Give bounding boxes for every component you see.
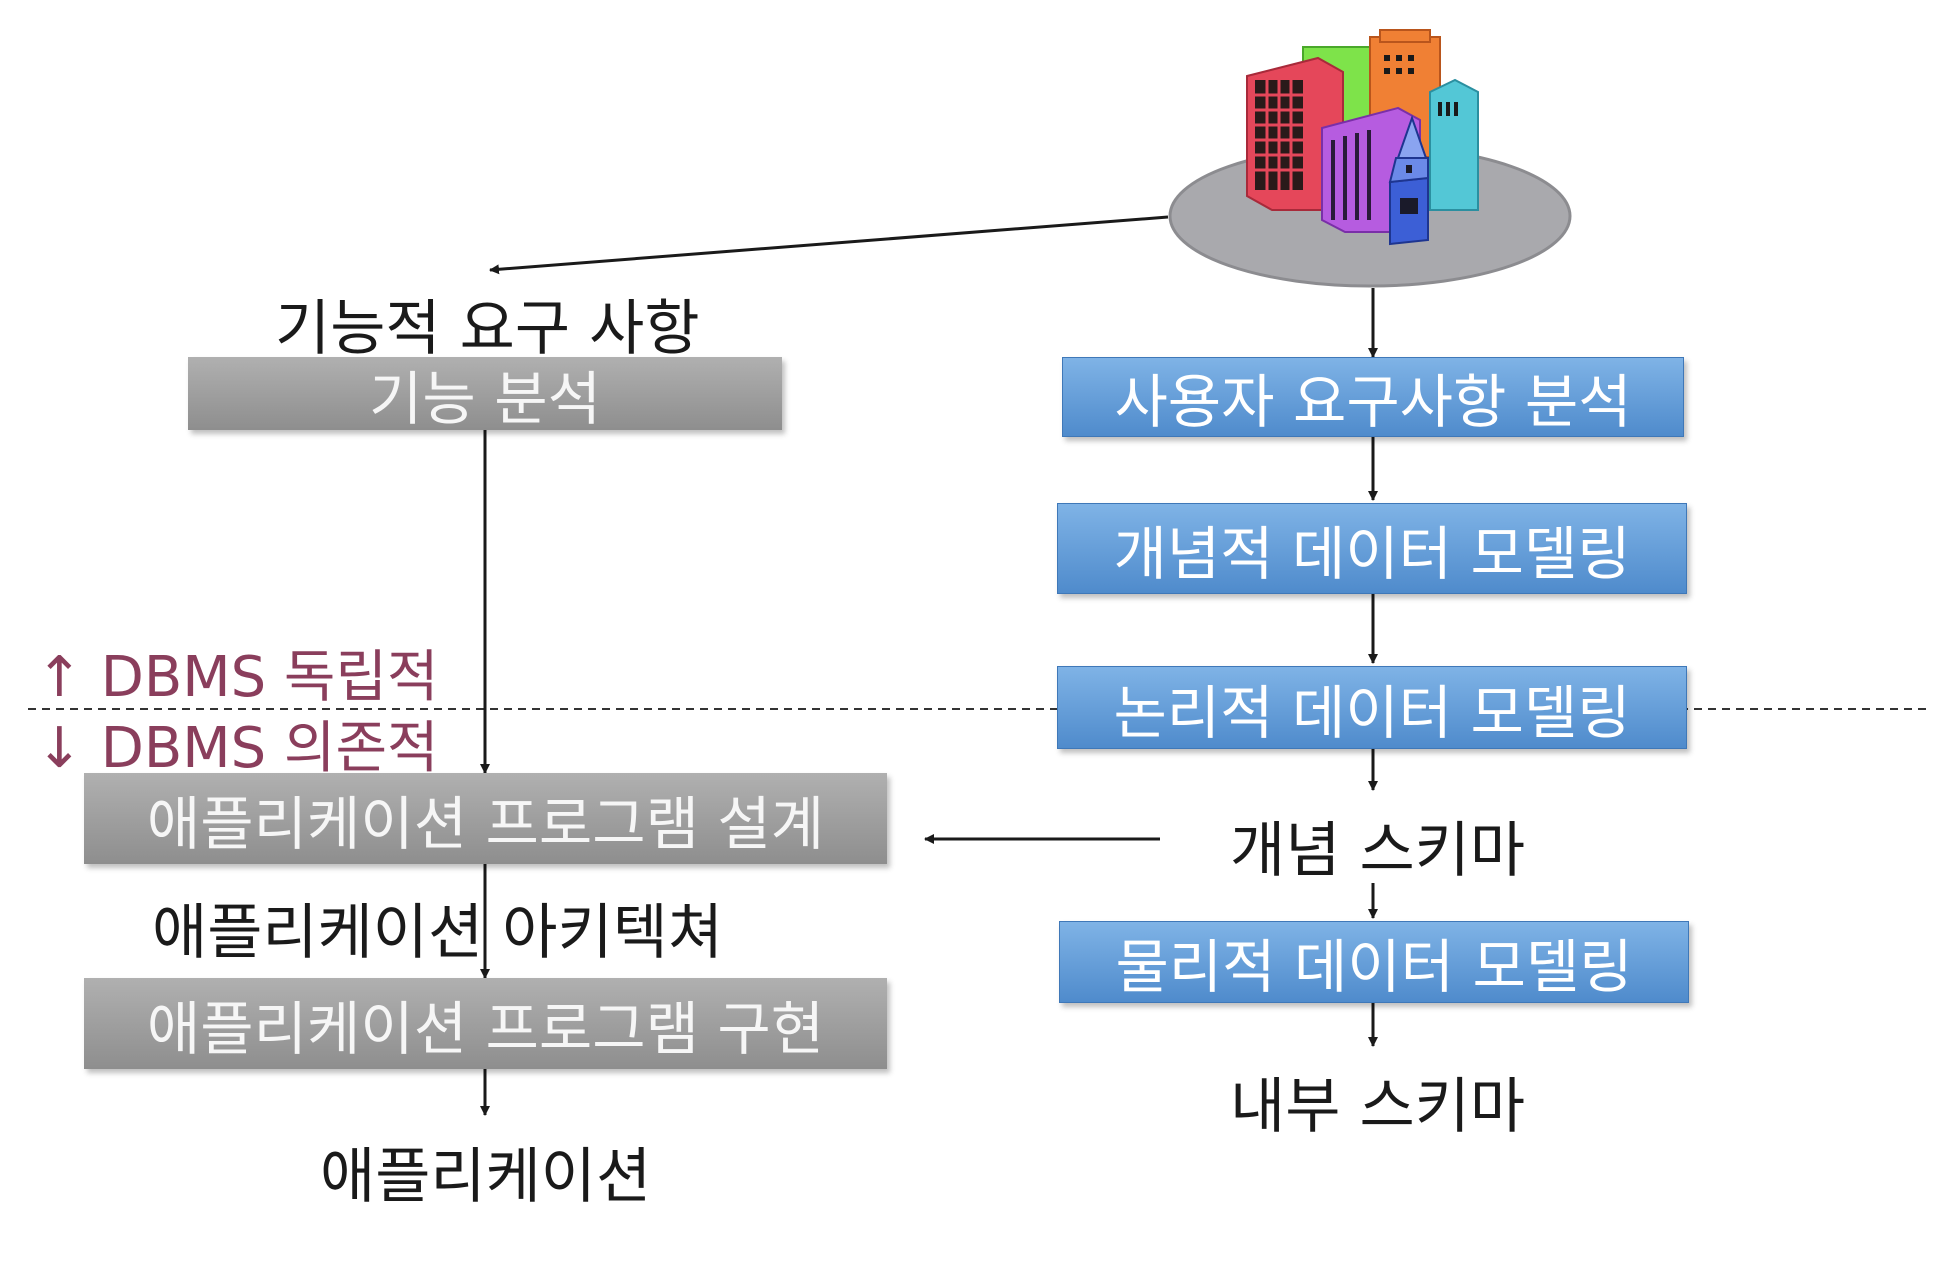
application-architecture-label: 애플리케이션 아키텍쳐 [152, 898, 724, 968]
logical-data-modeling-box: 논리적 데이터 모델링 [1057, 666, 1687, 749]
conceptual-data-modeling-box: 개념적 데이터 모델링 [1057, 503, 1687, 594]
function-analysis-box: 기능 분석 [188, 357, 782, 433]
functional-requirements-label: 기능적 요구 사항 [275, 294, 700, 364]
physical-data-modeling-box: 물리적 데이터 모델링 [1059, 921, 1689, 1003]
dbms-independent-label: ↑ DBMS 독립적 [36, 645, 439, 710]
conceptual-schema-label: 개념 스키마 [1230, 816, 1526, 886]
application-label: 애플리케이션 [320, 1142, 652, 1212]
city-buildings-icon [1168, 29, 1572, 288]
internal-schema-label: 내부 스키마 [1230, 1072, 1526, 1142]
user-requirements-analysis-box: 사용자 요구사항 분석 [1062, 357, 1684, 437]
dbms-dependent-label: ↓ DBMS 의존적 [36, 716, 439, 781]
application-program-design-box: 애플리케이션 프로그램 설계 [84, 773, 887, 864]
arrow-city-to-requirements [489, 215, 1169, 275]
application-program-implementation-box: 애플리케이션 프로그램 구현 [84, 978, 887, 1069]
